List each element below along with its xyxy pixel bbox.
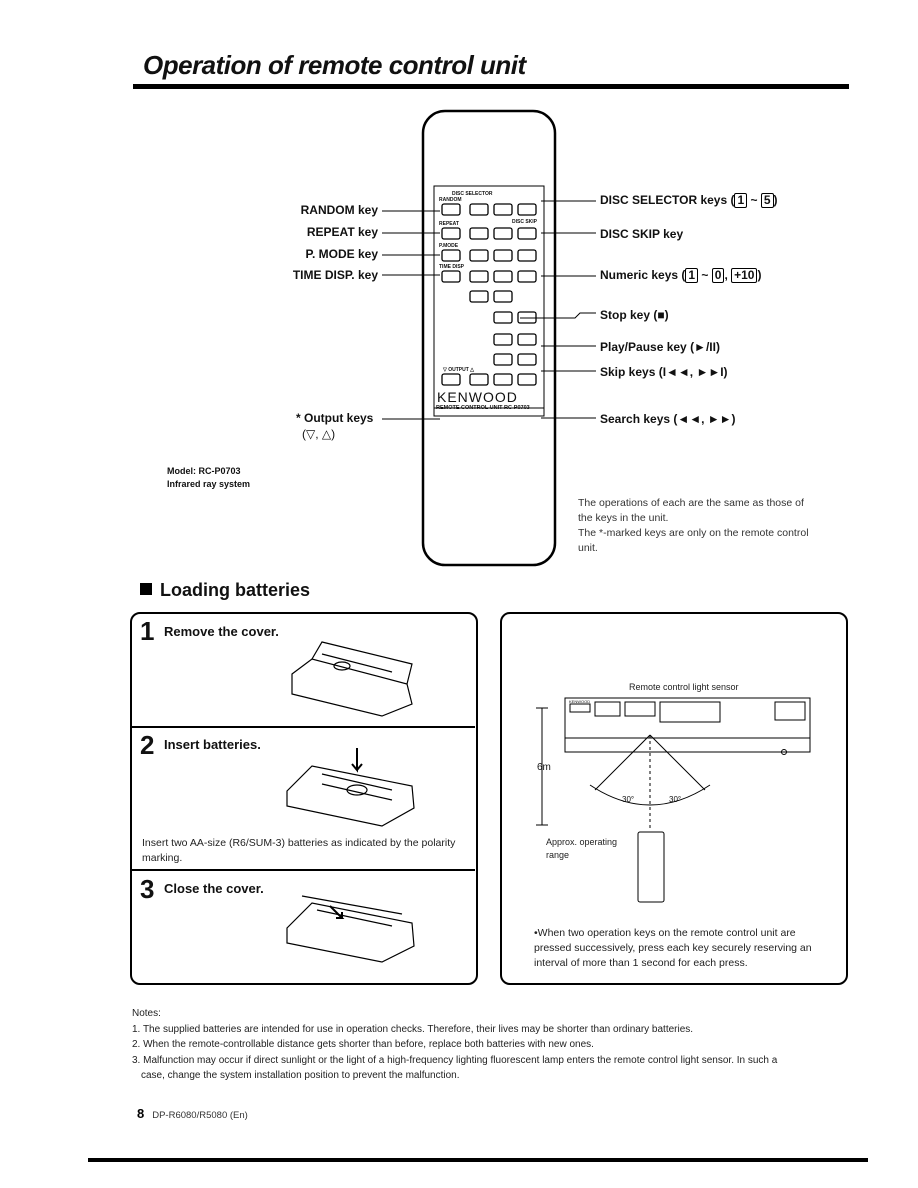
footer-model: DP-R6080/R5080 (En) <box>152 1110 248 1121</box>
player-brand: KENWOOD <box>569 699 591 704</box>
battery-note: Insert two AA-size (R6/SUM-3) batteries … <box>142 837 456 864</box>
label-disc-selector-keys: DISC SELECTOR keys (1 ~ 5) <box>600 193 778 208</box>
page-title: Operation of remote control unit <box>143 50 526 80</box>
remote-timedisp-hdr: TIME DISP <box>439 264 465 270</box>
remote-disc-selector-hdr: DISC SELECTOR <box>452 191 493 197</box>
remote-repeat-hdr: REPEAT <box>439 221 459 227</box>
label-skip-keys: Skip keys (I◄◄, ►►I) <box>600 365 728 379</box>
distance-label: 6m <box>537 762 551 773</box>
label-stop-key: Stop key (■) <box>600 308 669 322</box>
remote-unit-text: REMOTE CONTROL UNIT RC-P0703 <box>436 405 530 411</box>
label-repeat-key: REPEAT key <box>306 225 378 239</box>
note-item: case, change the system installation pos… <box>141 1070 460 1081</box>
label-pmode-key: P. MODE key <box>305 247 378 261</box>
sensor-label: Remote control light sensor <box>629 682 739 692</box>
note-item: 3. Malfunction may occur if direct sunli… <box>132 1054 778 1066</box>
remote-random-hdr: RANDOM <box>439 197 462 203</box>
leader-lines <box>382 200 596 420</box>
step-3-number: 3 <box>140 874 155 904</box>
ops-note: The operations of each are the same as t… <box>578 497 809 554</box>
note-item: 1. The supplied batteries are intended f… <box>132 1023 694 1035</box>
title-rule <box>133 84 849 89</box>
remote-brand: KENWOOD <box>437 389 518 405</box>
section-heading: Loading batteries <box>140 580 310 601</box>
remote-pmode-hdr: P.MODE <box>439 243 459 249</box>
angle-left-label: 30° <box>622 795 635 804</box>
label-timedisp-key: TIME DISP. key <box>292 268 378 282</box>
step-2-number: 2 <box>140 730 155 760</box>
model-number: Model: RC-P0703 <box>167 466 241 476</box>
range-diagram <box>536 697 811 903</box>
insert-batteries-illustration <box>286 748 415 827</box>
model-system: Infrared ray system <box>167 479 251 489</box>
remove-cover-illustration <box>291 641 413 717</box>
notes-section: Notes: 1. The supplied batteries are int… <box>132 1006 777 1084</box>
notes-heading: Notes: <box>132 1008 161 1019</box>
step-3-text: Close the cover. <box>164 881 264 896</box>
close-cover-illustration <box>286 895 415 963</box>
label-output-keys-sub: (▽, △) <box>302 427 336 441</box>
label-search-keys: Search keys (◄◄, ►►) <box>600 412 736 426</box>
label-play-pause-key: Play/Pause key (►/II) <box>600 340 720 354</box>
note-item: 2. When the remote-controllable distance… <box>132 1039 594 1050</box>
range-label: Approx. operating range <box>546 837 618 860</box>
step-1-number: 1 <box>140 616 155 646</box>
step-1-text: Remove the cover. <box>164 624 279 639</box>
remote-disc-skip-hdr: DISC SKIP <box>512 219 538 225</box>
bottom-rule <box>88 1158 868 1162</box>
range-panel <box>500 612 848 985</box>
label-output-keys: * Output keys <box>296 411 374 425</box>
remote-illustration <box>421 109 557 567</box>
page-number: 8 <box>137 1106 145 1121</box>
label-numeric-keys: Numeric keys (1 ~ 0, +10) <box>600 268 762 283</box>
battery-steps-panel <box>130 612 478 985</box>
footer: 8 DP-R6080/R5080 (En) <box>137 1106 248 1121</box>
label-random-key: RANDOM key <box>300 203 378 217</box>
remote-output-hdr: ▽ OUTPUT △ <box>443 367 475 373</box>
step-2-text: Insert batteries. <box>164 737 261 752</box>
label-disc-skip-key: DISC SKIP key <box>600 227 684 241</box>
range-note: •When two operation keys on the remote c… <box>534 927 812 969</box>
angle-right-label: 30° <box>669 795 682 804</box>
